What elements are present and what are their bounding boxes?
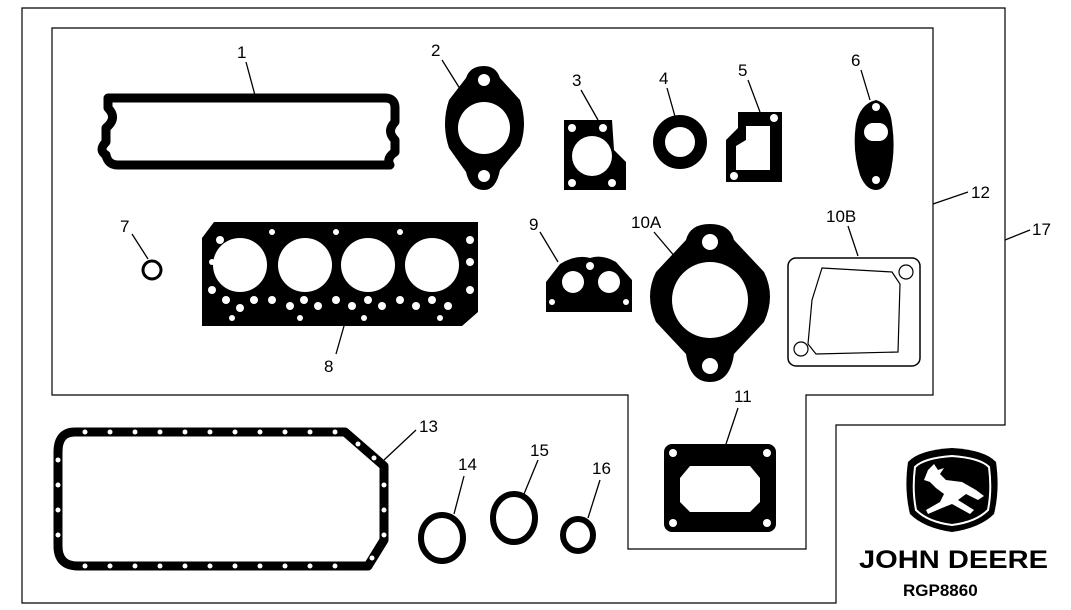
leader-lines xyxy=(131,59,1031,519)
gasket-11 xyxy=(664,444,776,532)
brand-name: JOHN DEERE xyxy=(859,546,1048,574)
gasket-3 xyxy=(564,120,626,190)
john-deere-deer-logo xyxy=(906,448,998,532)
kit-outline-12 xyxy=(51,27,934,550)
callout-4: 4 xyxy=(659,69,668,88)
gasket-1-rocker-cover xyxy=(97,93,400,170)
gasket-16-ring xyxy=(560,516,596,554)
gasket-15-ring xyxy=(490,491,538,545)
callout-8: 8 xyxy=(324,357,333,376)
gasket-9 xyxy=(546,256,632,312)
gasket-10a xyxy=(650,224,770,382)
callout-10b: 10B xyxy=(826,207,856,226)
gasket-6 xyxy=(854,100,894,190)
gasket-4 xyxy=(653,115,707,169)
gasket-13-oil-pan xyxy=(53,427,389,571)
callout-9: 9 xyxy=(529,215,538,234)
callout-7: 7 xyxy=(120,217,129,236)
kit-outline-17 xyxy=(21,7,1006,604)
gasket-14-ring xyxy=(418,512,466,564)
gasket-8-cylinder-head xyxy=(202,222,478,326)
gasket-7-ring xyxy=(141,259,163,281)
callout-16: 16 xyxy=(592,459,611,478)
gasket-2 xyxy=(445,66,524,190)
callout-15: 15 xyxy=(530,441,549,460)
callout-12: 12 xyxy=(971,183,990,202)
gasket-5 xyxy=(726,112,782,182)
figure-code: RGP8860 xyxy=(903,581,978,600)
callout-17: 17 xyxy=(1032,220,1051,239)
callout-1: 1 xyxy=(237,43,246,62)
callout-10a: 10A xyxy=(631,213,662,232)
callout-14: 14 xyxy=(458,455,477,474)
callout-11: 11 xyxy=(734,387,752,406)
callout-13: 13 xyxy=(419,417,438,436)
callout-2: 2 xyxy=(431,41,440,60)
callout-5: 5 xyxy=(738,61,747,80)
callout-6: 6 xyxy=(851,51,860,70)
callout-3: 3 xyxy=(572,71,581,90)
gasket-10b xyxy=(787,257,921,367)
